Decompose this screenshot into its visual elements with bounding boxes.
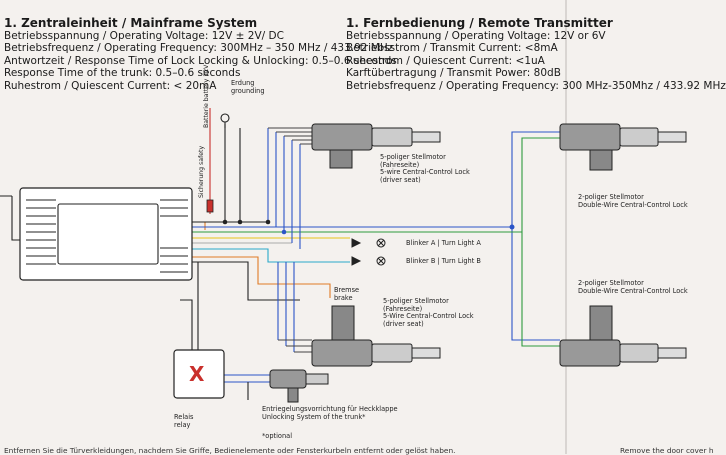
motor-top-wires [267,128,301,249]
motor-top-line: 5-wire Central-Control Lock [380,168,470,177]
mainframe-line: Antwortzeit / Response Time of Lock Lock… [4,54,397,67]
battery-label: Batterie battery 12V [203,64,210,128]
mainframe-heading: 1. Zentraleinheit / Mainframe System [4,16,258,30]
mainframe-ground-wire [0,195,20,241]
brake-label: Bremse brake [334,286,360,302]
harness-cyan [192,248,350,263]
fuse [206,199,214,213]
motor-top-driver [311,123,441,169]
motor2-top-line: 2-poliger Stellmotor [578,193,644,201]
ground-terminal [220,113,230,128]
motor2-top-label: 2-poliger Stellmotor Double-Wire Central… [578,193,688,209]
remote-line: Betriebsspannung / Operating Voltage: 12… [346,30,606,42]
ground-label-en: grounding [231,87,265,95]
motor-top-label: 5-poliger Stellmotor (Fahreseite) 5-wire… [380,153,470,184]
trunk-line: Unlocking System of the trunk* [262,412,366,421]
motor2-bottom-line: 2-poliger Stellmotor [578,279,644,287]
motor-bottom-line: 5-Wire Central-Control Lock [383,312,474,321]
trunk-label: Entriegelungsvorrichtung für Heckklappe … [262,405,398,421]
motor2-bottom-line: Double-Wire Central-Control Lock [578,286,688,295]
remote-line: Karftübertragung / Transmit Power: 80dB [346,67,561,80]
turn-light-a-label: Blinker A | Turn Light A [406,239,481,247]
motor-bottom-wires [277,262,295,352]
harness-lower [192,256,320,285]
motor2-bottom-label: 2-poliger Stellmotor Double-Wire Central… [578,279,688,295]
motor-bottom-line: 5-poliger Stellmotor [383,297,449,305]
relay-line: Relais [174,413,194,421]
footer-right-text: Remove the door cover h [620,446,714,455]
brake-wire [320,283,331,298]
mainframe-line: Ruhestrom / Quiescent Current: < 20mA [4,79,217,92]
harness-blue [192,131,560,341]
motor-bottom-label: 5-poliger Stellmotor (Fahreseite) 5-Wire… [383,297,474,328]
relay-line: relay [174,420,191,429]
remote-line: Betriebsfrequenz / Operating Frequency: … [346,79,726,92]
fuse-label: Sicherung safety [198,145,205,198]
ground-label-de: Erdung [231,79,255,87]
motor-top-line: (driver seat) [380,175,421,184]
mainframe-unit [19,187,193,281]
motor-top-passenger [559,123,687,171]
motor-bottom-line: (Fahreseite) [383,304,423,313]
footer-left-text: Entfernen Sie die Türverkleidungen, nach… [4,446,456,455]
trunk-line: Entriegelungsvorrichtung für Heckklappe [262,405,398,413]
turn-light-a [351,238,386,248]
motor-bottom-driver [311,305,441,367]
motor-bottom-passenger [559,305,687,367]
remote-spec: 1. Fernbedienung / Remote Transmitter Be… [346,16,726,92]
remote-heading: 1. Fernbedienung / Remote Transmitter [346,16,613,30]
remote-line: Ruhestrom / Quiescent Current: <1uA [346,54,545,67]
trunk-wire [220,374,270,383]
relay-label: Relais relay [174,413,194,429]
turn-light-b-label: Blinker B | Turn Light B [406,257,481,265]
mainframe-line: Betriebsspannung / Operating Voltage: 12… [4,30,284,42]
remote-line: Betriebsstrom / Transmit Current: <8mA [346,42,558,55]
harness-green [192,137,560,347]
motor2-top-line: Double-Wire Central-Control Lock [578,200,688,209]
motor-bottom-line: (driver seat) [383,319,424,328]
mainframe-line: Betriebsfrequenz / Operating Frequency: … [4,42,394,55]
harness-lower-2 [192,261,300,301]
brake-line: brake [334,293,353,302]
relay-box [173,349,225,399]
motor-top-connect [268,127,312,145]
mainframe-line: Response Time of the trunk: 0.5–0.6 seco… [4,67,241,80]
relay-x-mark: X [189,362,205,386]
motor-top-line: 5-poliger Stellmotor [380,153,446,161]
mainframe-spec: 1. Zentraleinheit / Mainframe System Bet… [4,16,397,92]
brake-line: Bremse [334,286,360,294]
turn-light-b [351,256,386,266]
motor-top-line: (Fahreseite) [380,160,420,169]
page-fold-line [565,0,567,454]
motor-bottom-connect [278,339,312,353]
optional-note: *optional [262,432,293,440]
trunk-unlock-motor [269,369,329,403]
